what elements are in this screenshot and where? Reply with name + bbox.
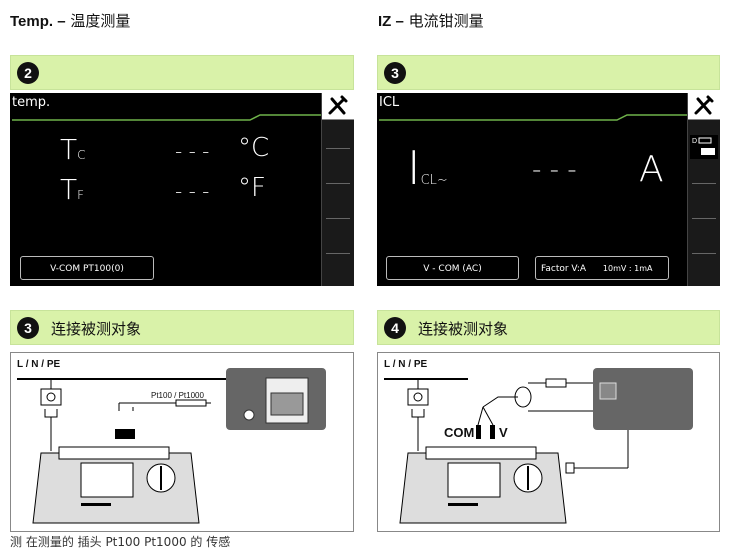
step-title: 连接被测对象 <box>51 320 142 338</box>
softkey-divider <box>326 183 350 184</box>
step-bar-3: 3 <box>377 55 720 90</box>
softkey-divider <box>326 218 350 219</box>
screen-label: temp. <box>12 95 51 110</box>
icl-symbol: ICL~ <box>407 145 448 204</box>
icl-unit: A <box>639 149 664 190</box>
icl-symbol-letter: I <box>407 141 421 195</box>
icl-screen: ICL ICL~ - - - A V - COM (AC) Factor V:A… <box>377 93 720 286</box>
com-label: COM <box>444 425 475 440</box>
tc-unit: °C <box>238 133 270 163</box>
step-title: 连接被测对象 <box>418 320 509 338</box>
step-badge: 3 <box>17 317 39 339</box>
step-bar-connect-3: 3 连接被测对象 <box>10 310 354 345</box>
temp-wiring-illustration <box>17 368 326 524</box>
heading-iz-text: 电流钳测量 <box>408 12 484 30</box>
softkey-divider <box>326 148 350 149</box>
tf-symbol-letter: T <box>60 173 78 206</box>
temp-screen: temp. TC - - - °C TF - - - °F V-COM PT10… <box>10 93 354 286</box>
tc-symbol: TC <box>60 133 86 166</box>
clamp-wiring-illustration <box>384 368 693 524</box>
clamp-connection-diagram: L / N / PE COM V <box>377 352 720 532</box>
step-badge: 3 <box>384 62 406 84</box>
factor-label: Factor V:A <box>541 264 587 274</box>
heading-iz-bold: IZ – <box>378 13 404 30</box>
icl-symbol-sub: CL~ <box>420 173 448 188</box>
factor-button[interactable]: Factor V:A 10mV : 1mA <box>535 256 669 280</box>
tf-symbol-sub: F <box>77 188 85 202</box>
tf-value: - - - <box>175 179 210 203</box>
line-label: L / N / PE <box>384 359 428 370</box>
wrench-screwdriver-icon[interactable] <box>322 93 354 120</box>
tf-symbol: TF <box>60 173 84 206</box>
softkey-divider <box>326 253 350 254</box>
db-export-icon[interactable]: D <box>690 135 718 159</box>
heading-temp-bold: Temp. – <box>10 13 66 30</box>
screen-label: ICL <box>379 95 400 110</box>
v-label: V <box>499 425 508 440</box>
step-badge: 2 <box>17 62 39 84</box>
tc-symbol-sub: C <box>77 148 86 162</box>
svg-text:D: D <box>692 138 697 145</box>
line-label: L / N / PE <box>17 359 61 370</box>
tc-value: - - - <box>175 139 210 163</box>
wrench-screwdriver-icon[interactable] <box>688 93 720 120</box>
softkey-divider <box>692 218 716 219</box>
tc-symbol-letter: T <box>60 133 78 166</box>
softkey-bar <box>321 93 354 286</box>
heading-temp-text: 温度测量 <box>70 12 131 30</box>
input-mode-button[interactable]: V - COM (AC) <box>386 256 519 280</box>
header-underline <box>379 114 688 121</box>
softkey-divider <box>692 253 716 254</box>
softkey-divider <box>692 183 716 184</box>
probe-label: Pt100 / Pt1000 <box>151 391 204 400</box>
factor-ratio: 10mV : 1mA <box>602 264 653 273</box>
step-badge: 4 <box>384 317 406 339</box>
heading-iz: IZ – 电流钳测量 <box>378 10 484 31</box>
icl-value: - - - <box>532 155 577 185</box>
heading-temp: Temp. – 温度测量 <box>10 10 130 31</box>
input-mode-button[interactable]: V-COM PT100(0) <box>20 256 154 280</box>
step-bar-2: 2 <box>10 55 354 90</box>
temp-connection-diagram: L / N / PE Pt100 / Pt1000 <box>10 352 354 532</box>
step-bar-connect-4: 4 连接被测对象 <box>377 310 720 345</box>
header-underline <box>12 114 322 121</box>
softkey-bar: D <box>687 93 720 286</box>
tf-unit: °F <box>238 173 266 203</box>
